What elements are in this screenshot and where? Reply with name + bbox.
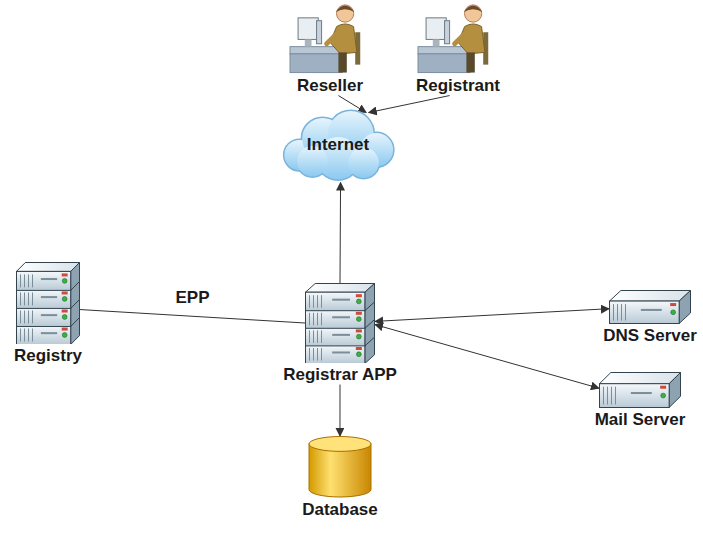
connector (375, 309, 609, 322)
server-node: Registry (14, 262, 82, 366)
stack-icon (305, 283, 375, 363)
database-node: Database (302, 436, 378, 520)
person-icon (288, 2, 372, 74)
unit-icon (599, 372, 681, 408)
edge-label: EPP (172, 288, 212, 308)
node-label: Registrar APP (283, 365, 397, 385)
connector (369, 96, 450, 113)
node-label: DNS Server (603, 326, 697, 346)
node-label: Database (302, 500, 378, 520)
unit-icon (609, 290, 691, 324)
node-label: Registrant (416, 76, 500, 96)
connector (340, 182, 342, 283)
node-label: Reseller (288, 76, 372, 96)
user-node: Registrant (416, 2, 500, 96)
node-label: Internet (274, 135, 402, 155)
stack-icon (16, 262, 80, 344)
connector (80, 310, 305, 323)
db-icon (308, 436, 372, 498)
server-node: Mail Server (595, 372, 686, 430)
connector (339, 385, 340, 436)
connector (375, 325, 599, 389)
person-icon (416, 2, 500, 74)
server-node: DNS Server (603, 290, 697, 346)
server-node: Registrar APP (283, 283, 397, 385)
user-node: Reseller (288, 2, 372, 96)
node-label: Registry (14, 346, 82, 366)
network-cloud: Internet (274, 108, 402, 182)
node-label: Mail Server (595, 410, 686, 430)
